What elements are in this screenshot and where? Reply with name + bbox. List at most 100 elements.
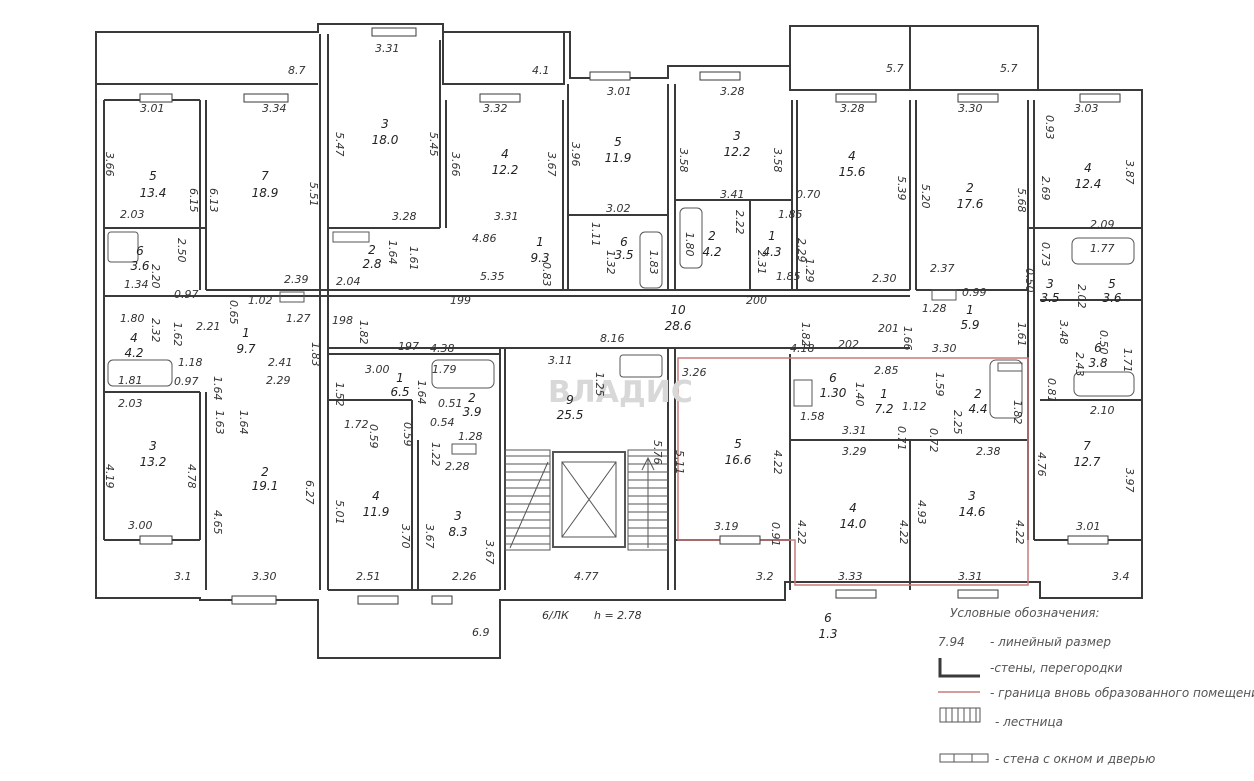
room-area: 9.7 <box>236 342 255 356</box>
dimension-label: 4.78 <box>185 464 198 489</box>
dimension-label: 5.51 <box>307 182 320 207</box>
new-room-boundary <box>677 357 1029 586</box>
dimension-label: 1.64 <box>237 410 250 435</box>
dimension-label: 198 <box>332 314 353 327</box>
room-number: 4 <box>849 501 857 515</box>
dimension-label: 1.62 <box>171 322 184 347</box>
dimension-label: 197 <box>398 340 419 353</box>
room-number: 3 <box>381 117 389 131</box>
dimension-label: 3.34 <box>262 102 287 115</box>
dimension-label: 3.30 <box>252 570 277 583</box>
dimension-label: 2.21 <box>196 320 221 333</box>
room-number: 4 <box>372 489 380 503</box>
room-number: 4 <box>1084 161 1092 175</box>
dimension-label: 3.29 <box>842 445 867 458</box>
floor-label: 6/ЛК <box>542 609 570 622</box>
dimension-label: 3.30 <box>932 342 957 355</box>
dimension-label: 3.1 <box>174 570 192 583</box>
dimension-label: 2.09 <box>1090 218 1115 231</box>
room-area: 12.4 <box>1075 177 1102 191</box>
room-number: 3 <box>149 439 157 453</box>
legend-walls-text: -стены, перегородки <box>990 661 1123 675</box>
dimension-label: 6.27 <box>303 480 316 505</box>
room-area: 18.0 <box>372 133 399 147</box>
room-number: 3 <box>1046 277 1054 291</box>
dimension-label: 0.81 <box>1045 378 1058 403</box>
dimension-label: 1.71 <box>1121 348 1134 373</box>
dimension-label: 200 <box>746 294 767 307</box>
dimension-label: 4.22 <box>897 520 910 545</box>
dimension-label: 5.7 <box>886 62 904 75</box>
room-number: 7 <box>261 169 269 183</box>
room-number: 5 <box>734 437 742 451</box>
dimension-label: 4.77 <box>574 570 599 583</box>
dimension-label: 4.18 <box>790 342 815 355</box>
dimension-label: 5.39 <box>895 176 908 201</box>
dimension-label: 2.26 <box>452 570 477 583</box>
room-area: 14.0 <box>840 517 867 531</box>
dimension-label: 5.45 <box>427 132 440 157</box>
dimension-label: 8.7 <box>288 64 306 77</box>
dimension-label: 3.03 <box>1074 102 1099 115</box>
dimension-label: 2.25 <box>951 410 964 435</box>
dimension-label: 3.28 <box>840 102 865 115</box>
dimension-label: 1.85 <box>778 208 803 221</box>
dimension-label: 3.70 <box>399 524 412 549</box>
dimension-label: 1.66 <box>901 326 914 351</box>
legend-wall-symbol <box>938 658 980 678</box>
room-area: 28.6 <box>665 319 692 333</box>
room-number: 9 <box>566 393 574 407</box>
room-area: 6.5 <box>390 385 409 399</box>
dimension-label: 3.4 <box>1112 570 1130 583</box>
dimension-label: 2.38 <box>976 445 1001 458</box>
dimension-label: 2.03 <box>120 208 145 221</box>
dimension-label: 3.31 <box>958 570 983 583</box>
room-area: 3.5 <box>614 248 633 262</box>
dimension-label: 1.79 <box>432 363 457 376</box>
room-number: 6 <box>824 611 832 625</box>
room-number: 2 <box>708 229 716 243</box>
room-area: 9.3 <box>530 251 549 265</box>
dimension-label: 3.31 <box>494 210 519 223</box>
dimension-label: 2.29 <box>266 374 291 387</box>
dimension-label: 3.67 <box>545 152 558 177</box>
staircase <box>504 449 669 551</box>
dimension-label: 1.85 <box>776 270 801 283</box>
room-number: 7 <box>1083 439 1091 453</box>
room-area: 14.6 <box>959 505 986 519</box>
dimension-label: 3.97 <box>1123 468 1136 493</box>
dimension-label: 2.20 <box>149 264 162 289</box>
room-area: 3.5 <box>1040 291 1059 305</box>
dimension-label: 202 <box>838 338 859 351</box>
dimension-label: 1.11 <box>589 222 602 247</box>
room-number: 3 <box>968 489 976 503</box>
dimension-label: 0.93 <box>1043 115 1056 140</box>
dimension-label: 1.82 <box>1011 400 1024 425</box>
room-area: 13.4 <box>140 186 167 200</box>
dimension-label: 2.22 <box>733 210 746 235</box>
dimension-label: 3.19 <box>714 520 739 533</box>
dimension-label: 1.25 <box>593 372 606 397</box>
dimension-label: 1.82 <box>357 320 370 345</box>
dimension-label: 3.66 <box>449 152 462 177</box>
dimension-label: 4.22 <box>1013 520 1026 545</box>
room-number: 1 <box>242 326 250 340</box>
dimension-label: 0.65 <box>227 300 240 325</box>
dimension-label: 2.39 <box>284 273 309 286</box>
legend-window-door-symbol <box>939 753 989 763</box>
dimension-label: 2.30 <box>872 272 897 285</box>
dimension-label: 2.69 <box>1039 176 1052 201</box>
room-number: 1 <box>880 387 888 401</box>
room-area: 2.8 <box>362 257 381 271</box>
dimension-label: 5.11 <box>673 450 686 475</box>
dimension-label: 3.32 <box>483 102 508 115</box>
dimension-label: 1.61 <box>407 246 420 271</box>
dimension-label: 3.58 <box>677 148 690 173</box>
legend-stair-symbol <box>939 707 981 723</box>
dimension-label: 3.00 <box>365 363 390 376</box>
dimension-label: 5.20 <box>919 184 932 209</box>
dimension-label: 5.76 <box>651 440 664 465</box>
dimension-label: 2.29 <box>795 238 808 263</box>
room-number: 1 <box>768 229 776 243</box>
